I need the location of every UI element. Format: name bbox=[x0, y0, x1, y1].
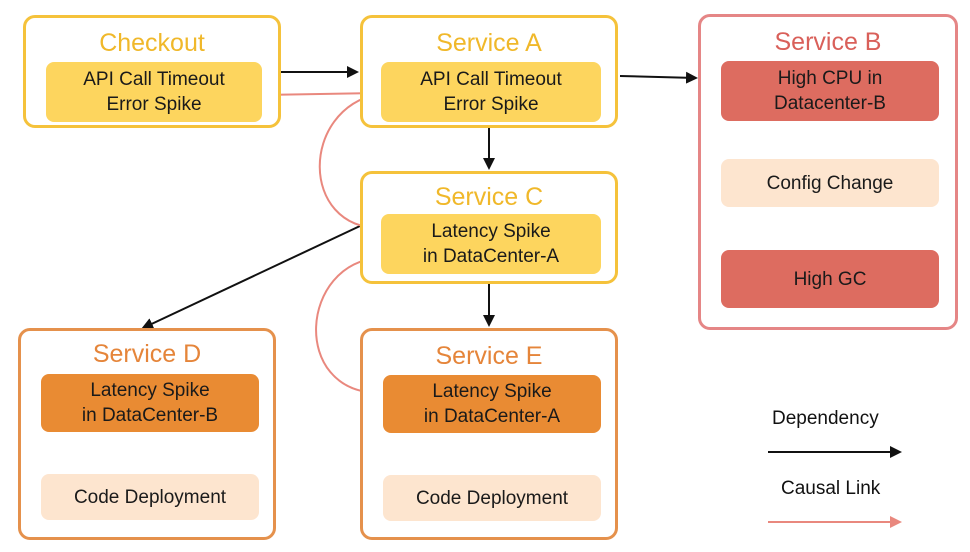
service-c-latency-node: Latency Spike in DataCenter-A bbox=[381, 214, 601, 274]
service-d-latency-label: Latency Spike in DataCenter-B bbox=[81, 380, 219, 426]
service-checkout-title: Checkout bbox=[99, 29, 205, 57]
causal-edge-checkout-a bbox=[261, 87, 380, 100]
service-e-code-deployment-label: Code Deployment bbox=[415, 487, 569, 509]
checkout-timeout-label: API Call Timeout Error Spike bbox=[83, 69, 225, 115]
service-b-config-change-label: Config Change bbox=[766, 172, 894, 194]
service-a-title: Service A bbox=[436, 29, 542, 57]
service-b-config-change-node: Config Change bbox=[721, 159, 939, 207]
causal-edge-c-e bbox=[315, 257, 381, 399]
service-d: Service D Latency Spike in DataCenter-B … bbox=[18, 328, 276, 540]
service-d-latency-node: Latency Spike in DataCenter-B bbox=[41, 374, 259, 432]
service-a-timeout-label: API Call Timeout Error Spike bbox=[420, 69, 562, 115]
service-e-latency-label: Latency Spike in DataCenter-A bbox=[423, 381, 561, 427]
causal-edge-c-a bbox=[318, 90, 381, 229]
service-a: Service A API Call Timeout Error Spike bbox=[360, 15, 618, 128]
service-b: Service B High CPU in Datacenter-B Confi… bbox=[698, 14, 958, 330]
service-b-high-cpu-node: High CPU in Datacenter-B bbox=[721, 61, 939, 121]
service-d-code-deployment-node: Code Deployment bbox=[41, 474, 259, 520]
legend-causal-label: Causal Link bbox=[781, 478, 881, 499]
legend-dependency-label: Dependency bbox=[772, 408, 879, 429]
service-b-high-gc-label: High GC bbox=[793, 268, 867, 290]
service-b-title: Service B bbox=[774, 28, 882, 56]
service-c: Service C Latency Spike in DataCenter-A bbox=[360, 171, 618, 284]
service-a-timeout-node: API Call Timeout Error Spike bbox=[381, 62, 601, 122]
service-c-title: Service C bbox=[434, 183, 544, 211]
service-d-code-deployment-label: Code Deployment bbox=[73, 486, 227, 508]
service-c-latency-label: Latency Spike in DataCenter-A bbox=[422, 221, 560, 267]
checkout-timeout-node: API Call Timeout Error Spike bbox=[46, 62, 262, 122]
dependency-edge-a-b bbox=[619, 71, 698, 84]
service-b-high-gc-node: High GC bbox=[721, 250, 939, 308]
service-e-latency-node: Latency Spike in DataCenter-A bbox=[383, 375, 601, 433]
dependency-edge-c-d bbox=[141, 225, 361, 330]
service-checkout: Checkout API Call Timeout Error Spike bbox=[23, 15, 281, 128]
service-e-title: Service E bbox=[435, 342, 543, 370]
service-b-high-cpu-label: High CPU in Datacenter-B bbox=[774, 68, 886, 114]
service-e: Service E Latency Spike in DataCenter-A … bbox=[360, 328, 618, 540]
service-e-code-deployment-node: Code Deployment bbox=[383, 475, 601, 521]
service-d-title: Service D bbox=[92, 340, 202, 368]
